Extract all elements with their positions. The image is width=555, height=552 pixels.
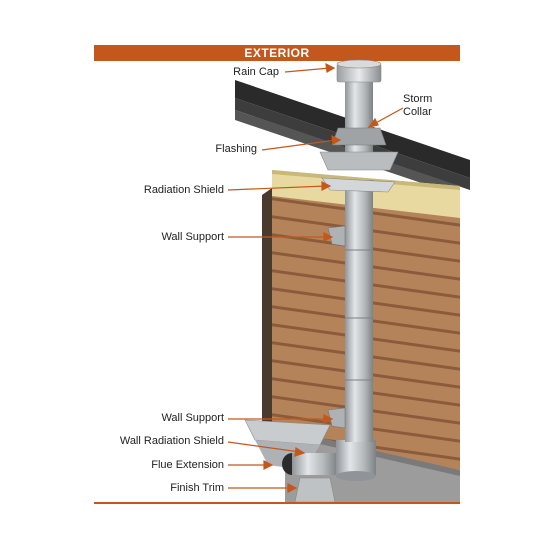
upper-pipe xyxy=(319,59,399,171)
flue-extension xyxy=(282,453,337,475)
exterior-banner: EXTERIOR xyxy=(94,45,460,61)
label-flashing: Flashing xyxy=(215,143,257,155)
label-rain-cap: Rain Cap xyxy=(233,66,279,78)
label-storm-collar-line2: Collar xyxy=(403,106,432,118)
label-radiation-shield: Radiation Shield xyxy=(143,184,224,196)
label-wall-support-top: Wall Support xyxy=(161,231,224,243)
chimney-pipe xyxy=(345,180,373,442)
label-wall-support-bottom: Wall Support xyxy=(161,412,224,424)
bottom-rule xyxy=(94,502,460,504)
leader-lines xyxy=(227,62,404,493)
finish-trim xyxy=(294,477,336,503)
wall-support-bottom xyxy=(327,407,346,429)
wall-support-top xyxy=(327,225,346,247)
label-wall-radiation-shield: Wall Radiation Shield xyxy=(119,435,224,447)
label-storm-collar-line1: Storm xyxy=(403,93,433,105)
label-finish-trim: Finish Trim xyxy=(170,482,224,494)
pipe-tee xyxy=(336,440,376,481)
label-flue-extension: Flue Extension xyxy=(151,459,224,471)
banner-title: EXTERIOR xyxy=(244,46,310,60)
